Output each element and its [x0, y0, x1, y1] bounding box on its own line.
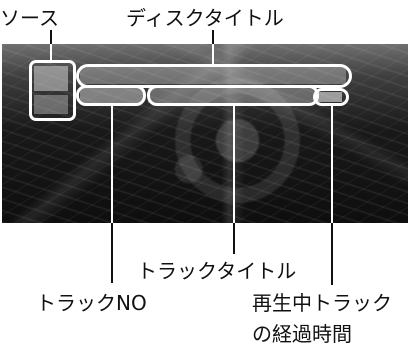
- elapsed-time-outline: [313, 88, 349, 106]
- track-title-outline: [147, 85, 319, 106]
- disc-title-pointer-black: [212, 30, 214, 44]
- source-outline: [29, 60, 76, 121]
- track-title-bar: [148, 87, 316, 103]
- track-title-label: トラックタイトル: [137, 259, 297, 283]
- source-panel-top: [34, 66, 68, 91]
- track-number-outline: [76, 85, 146, 106]
- elapsed-time-pointer-white: [331, 106, 333, 223]
- track-number-bar: [80, 87, 143, 103]
- elapsed-time-label-line2: の経過時間: [252, 322, 352, 346]
- source-pointer-white: [50, 44, 52, 60]
- track-title-pointer-black: [233, 223, 235, 254]
- source-panel-bottom: [34, 95, 68, 114]
- track-title-pointer-white: [233, 105, 235, 223]
- track-no-label: トラックNO: [36, 291, 147, 315]
- disc-title-label: ディスクタイトル: [126, 6, 284, 30]
- disc-title-bar: [80, 66, 346, 84]
- track-no-pointer-black: [111, 223, 113, 283]
- disc-title-pointer-white: [212, 44, 214, 65]
- elapsed-time-label-line1: 再生中トラック: [252, 291, 392, 315]
- source-label: ソース: [0, 6, 59, 30]
- track-no-pointer-white: [111, 105, 113, 223]
- source-pointer-black: [50, 30, 52, 44]
- elapsed-time-pointer-black: [331, 223, 333, 285]
- elapsed-time-bar: [318, 92, 342, 102]
